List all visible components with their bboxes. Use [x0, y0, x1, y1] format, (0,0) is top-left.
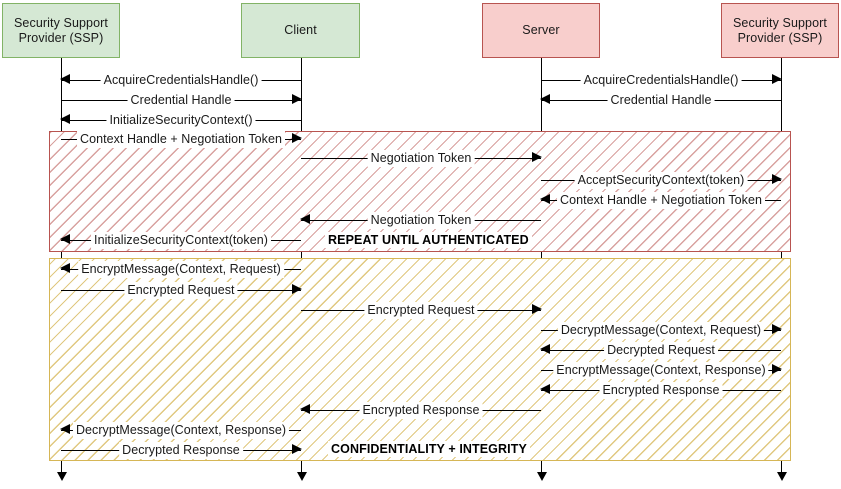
message-m10: Negotiation Token	[300, 212, 541, 230]
lifeline-arrow-ssp-client	[57, 472, 67, 481]
message-label: Encrypted Request	[124, 282, 238, 299]
message-m13: Encrypted Request	[61, 282, 302, 300]
fragment-label-confidentiality-integrity: CONFIDENTIALITY + INTEGRITY	[328, 441, 530, 457]
message-m9: Context Handle + Negotiation Token	[540, 192, 781, 210]
message-m21: Decrypted Response	[61, 442, 302, 460]
arrowhead-left-icon	[540, 344, 550, 354]
message-m8: AcceptSecurityContext(token)	[541, 172, 782, 190]
message-m11: InitializeSecurityContext(token)	[60, 232, 301, 250]
message-m7: Negotiation Token	[301, 150, 542, 168]
message-label: Decrypted Request	[604, 342, 718, 359]
arrowhead-right-icon	[772, 324, 782, 334]
message-label: EncryptMessage(Context, Response)	[553, 362, 769, 379]
arrowhead-right-icon	[292, 444, 302, 454]
message-label: DecryptMessage(Context, Response)	[72, 422, 290, 439]
arrowhead-left-icon	[540, 94, 550, 104]
message-m17: EncryptMessage(Context, Response)	[541, 362, 782, 380]
actor-label: Security Support Provider (SSP)	[13, 15, 108, 45]
message-label: InitializeSecurityContext(token)	[91, 232, 271, 249]
message-m19: Encrypted Response	[300, 402, 541, 420]
message-m15: DecryptMessage(Context, Request)	[541, 322, 782, 340]
arrowhead-left-icon	[60, 114, 70, 124]
actor-label: Client	[284, 23, 317, 37]
arrowhead-left-icon	[540, 384, 550, 394]
arrowhead-left-icon	[60, 74, 70, 84]
message-m14: Encrypted Request	[301, 302, 542, 320]
message-m16: Decrypted Request	[540, 342, 781, 360]
message-m20: DecryptMessage(Context, Response)	[60, 422, 301, 440]
arrowhead-left-icon	[60, 234, 70, 244]
arrowhead-right-icon	[532, 152, 542, 162]
actor-label: Security Support Provider (SSP)	[732, 15, 827, 45]
message-label: Encrypted Response	[599, 382, 723, 399]
arrowhead-right-icon	[772, 74, 782, 84]
message-label: DecryptMessage(Context, Request)	[557, 322, 765, 339]
lifeline-arrow-server	[537, 472, 547, 481]
arrowhead-right-icon	[292, 284, 302, 294]
message-m6: Context Handle + Negotiation Token	[61, 131, 302, 149]
message-label: Context Handle + Negotiation Token	[77, 131, 285, 148]
message-label: Credential Handle	[607, 92, 715, 109]
fragment-repeat-until-authenticated	[49, 131, 791, 252]
arrowhead-right-icon	[532, 304, 542, 314]
message-label: Negotiation Token	[367, 212, 475, 229]
message-label: InitializeSecurityContext()	[106, 112, 256, 129]
lifeline-arrow-client	[297, 472, 307, 481]
actor-box-server[interactable]: Server	[482, 3, 600, 58]
message-label: Credential Handle	[127, 92, 235, 109]
arrowhead-left-icon	[60, 424, 70, 434]
arrowhead-left-icon	[300, 214, 310, 224]
message-label: Encrypted Response	[359, 402, 483, 419]
message-label: Context Handle + Negotiation Token	[557, 192, 765, 209]
arrowhead-left-icon	[300, 404, 310, 414]
message-label: EncryptMessage(Context, Request)	[78, 261, 284, 278]
message-m2: Credential Handle	[61, 92, 302, 110]
message-m18: Encrypted Response	[540, 382, 781, 400]
lifeline-arrow-ssp-server	[777, 472, 787, 481]
message-m5: Credential Handle	[540, 92, 781, 110]
message-label: Encrypted Request	[364, 302, 478, 319]
message-label: Decrypted Response	[119, 442, 243, 459]
message-m4: AcquireCredentialsHandle()	[541, 72, 782, 90]
message-m12: EncryptMessage(Context, Request)	[60, 261, 301, 279]
message-m3: InitializeSecurityContext()	[60, 112, 301, 130]
arrowhead-left-icon	[60, 263, 70, 273]
arrowhead-right-icon	[772, 364, 782, 374]
actor-box-ssp-client[interactable]: Security Support Provider (SSP)	[2, 3, 120, 58]
message-label: AcquireCredentialsHandle()	[580, 72, 742, 89]
actor-box-client[interactable]: Client	[241, 3, 360, 58]
arrowhead-left-icon	[540, 194, 550, 204]
message-label: Negotiation Token	[367, 150, 475, 167]
message-label: AcceptSecurityContext(token)	[574, 172, 748, 189]
arrowhead-right-icon	[292, 133, 302, 143]
actor-label: Server	[522, 23, 560, 37]
message-m1: AcquireCredentialsHandle()	[60, 72, 301, 90]
arrowhead-right-icon	[772, 174, 782, 184]
fragment-label-repeat-until-authenticated: REPEAT UNTIL AUTHENTICATED	[325, 232, 532, 248]
arrowhead-right-icon	[292, 94, 302, 104]
message-label: AcquireCredentialsHandle()	[100, 72, 262, 89]
actor-box-ssp-server[interactable]: Security Support Provider (SSP)	[721, 3, 839, 58]
